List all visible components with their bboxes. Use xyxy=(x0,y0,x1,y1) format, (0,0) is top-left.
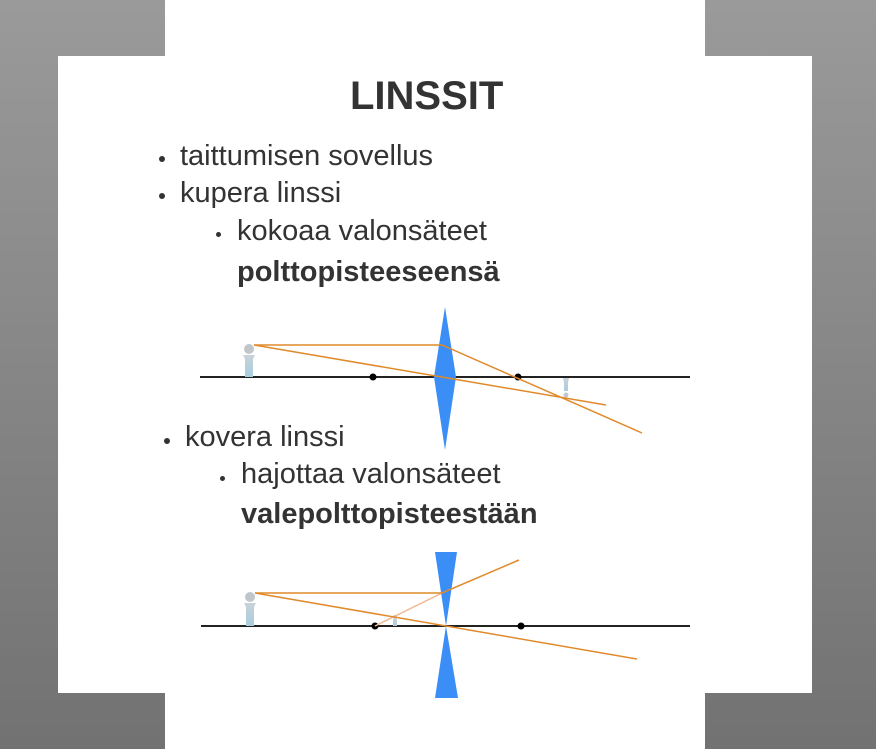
bullet-text: taittumisen sovellus xyxy=(180,140,434,172)
concave-lens-diagram xyxy=(201,552,690,698)
light-ray xyxy=(253,344,607,406)
light-ray xyxy=(254,344,643,434)
convex-lens xyxy=(434,307,456,450)
image-figure xyxy=(563,378,569,398)
bullet-dot xyxy=(159,193,165,199)
bullet-dot xyxy=(220,476,225,481)
virtual-ray xyxy=(374,592,443,627)
object-figure xyxy=(243,344,255,377)
focal-point xyxy=(517,622,525,630)
bullet-text: kupera linssi xyxy=(180,177,342,209)
light-ray xyxy=(254,592,638,660)
slide-bottom-strip xyxy=(165,690,705,749)
bullet-dot xyxy=(164,438,170,444)
bullet-text-bold: polttopisteeseensä xyxy=(237,256,500,288)
bullet-dot xyxy=(159,156,165,162)
focal-point xyxy=(369,373,377,381)
slide-title: LINSSIT xyxy=(350,74,504,118)
bullet-text-bold: valepolttopisteestään xyxy=(241,498,538,530)
bullet-text: hajottaa valonsäteet xyxy=(241,458,501,490)
light-ray xyxy=(255,559,520,594)
bullet-dot xyxy=(216,232,221,237)
slide-top-strip xyxy=(165,0,705,60)
concave-lens xyxy=(435,552,458,698)
bullet-text: kovera linssi xyxy=(185,421,345,453)
convex-lens-diagram xyxy=(200,307,690,450)
bullet-text: kokoaa valonsäteet xyxy=(237,215,487,247)
object-figure xyxy=(244,592,256,626)
